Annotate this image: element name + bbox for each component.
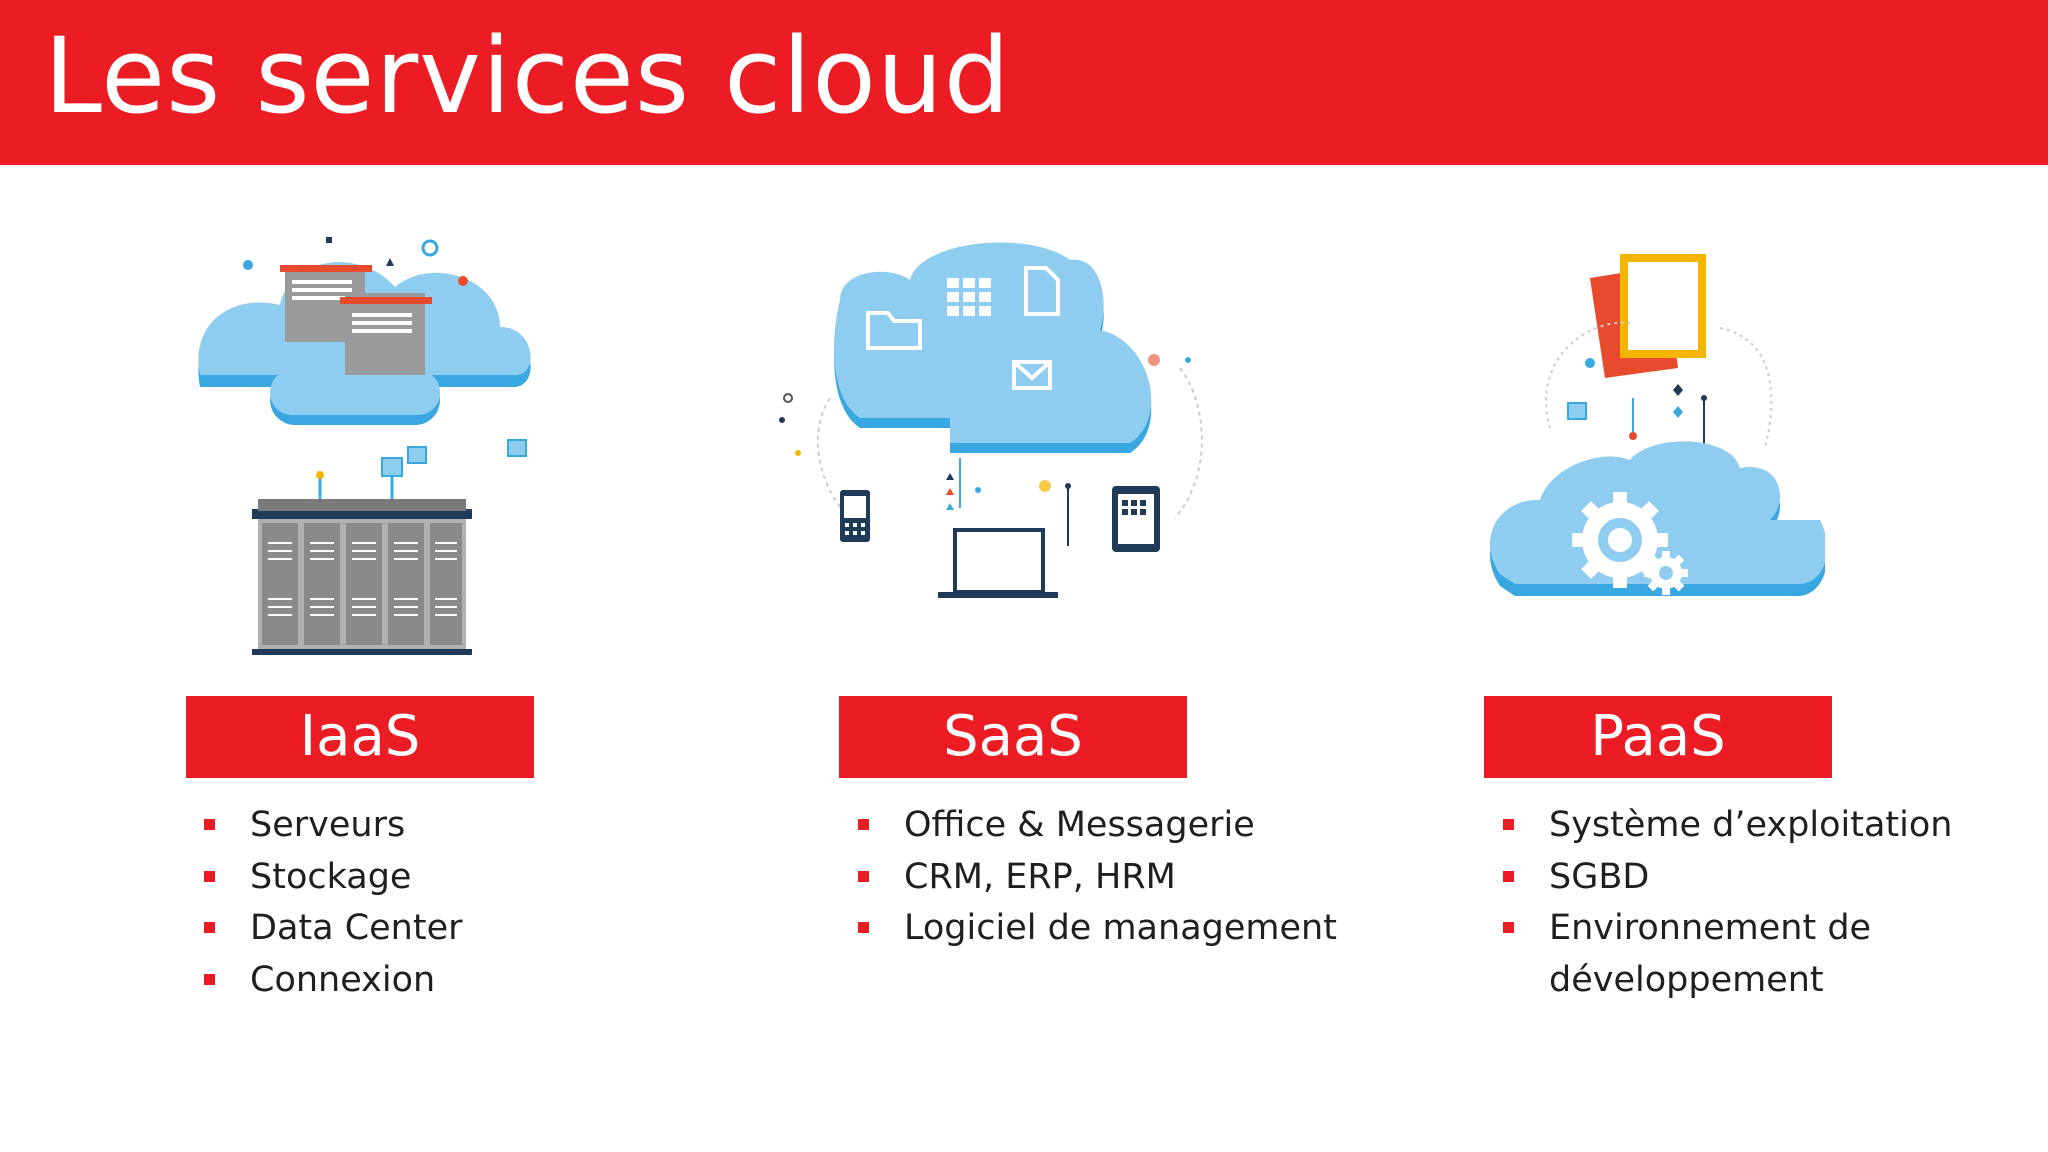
- bullet-square-icon: [858, 819, 869, 830]
- cloud-shape: [198, 262, 531, 425]
- bullet-square-icon: [858, 870, 869, 882]
- gear-small-icon: [1644, 551, 1688, 595]
- list-item: Stockage: [204, 852, 463, 904]
- list-item-continuation: développement: [1549, 959, 1824, 1000]
- saas-label-box: SaaS: [839, 696, 1187, 778]
- bullet-square-icon: [1503, 922, 1514, 933]
- iaas-label-box: IaaS: [186, 696, 534, 778]
- bullet-square-icon: [204, 819, 215, 830]
- title-bar: Les services cloud: [0, 0, 2048, 165]
- grid-app-icon: [947, 278, 991, 316]
- cloud-gears-documents-icon: [1490, 254, 1825, 596]
- list-item: Logiciel de management: [858, 903, 1337, 955]
- list-item-text: Environnement de: [1549, 908, 1872, 948]
- page-title: Les services cloud: [44, 15, 1011, 137]
- document-icon: [1024, 266, 1060, 316]
- list-item: Data Center: [204, 903, 463, 955]
- iaas-list: Serveurs Stockage Data Center Connexion: [204, 800, 463, 1006]
- laptop-icon: [938, 528, 1058, 598]
- list-item: CRM, ERP, HRM: [858, 852, 1337, 904]
- cloud-servers-datacenter-icon: [198, 237, 531, 655]
- paas-list: Système d’exploitation SGBD Environnemen…: [1503, 800, 1952, 1006]
- bullet-square-icon: [204, 973, 215, 985]
- documents-icon: [1590, 254, 1706, 378]
- list-item: Office & Messagerie: [858, 800, 1337, 852]
- list-item: Système d’exploitation: [1503, 800, 1952, 852]
- list-item-text: Serveurs: [250, 805, 406, 845]
- mail-icon: [1012, 360, 1052, 390]
- paas-label: PaaS: [1590, 704, 1726, 769]
- folder-icon: [866, 311, 922, 350]
- saas-list: Office & Messagerie CRM, ERP, HRM Logici…: [858, 800, 1337, 955]
- saas-label: SaaS: [943, 704, 1083, 769]
- list-item-text: Système d’exploitation: [1549, 805, 1953, 845]
- list-item: Connexion: [204, 955, 463, 1007]
- bullet-square-icon: [204, 922, 215, 933]
- list-item: Serveurs: [204, 800, 463, 852]
- list-item-text: Stockage: [250, 856, 412, 897]
- list-item-text: Data Center: [250, 908, 463, 948]
- list-item: Environnement de développement: [1503, 903, 1952, 1006]
- list-item-text: Connexion: [250, 959, 436, 1000]
- phone-icon: [840, 490, 870, 542]
- list-item-text: SGBD: [1549, 856, 1650, 897]
- bullet-square-icon: [204, 870, 215, 882]
- bullet-square-icon: [1503, 870, 1514, 882]
- paas-label-box: PaaS: [1484, 696, 1832, 778]
- iaas-label: IaaS: [299, 704, 421, 769]
- list-item-text: CRM, ERP, HRM: [904, 856, 1176, 897]
- cloud-apps-devices-icon: [779, 242, 1203, 598]
- tablet-icon: [1112, 486, 1160, 552]
- bullet-square-icon: [858, 922, 869, 933]
- list-item-text: Office & Messagerie: [904, 805, 1255, 845]
- list-item: SGBD: [1503, 852, 1952, 904]
- list-item-text: Logiciel de management: [904, 908, 1337, 948]
- gear-icon: [1572, 492, 1668, 588]
- bullet-square-icon: [1503, 819, 1514, 830]
